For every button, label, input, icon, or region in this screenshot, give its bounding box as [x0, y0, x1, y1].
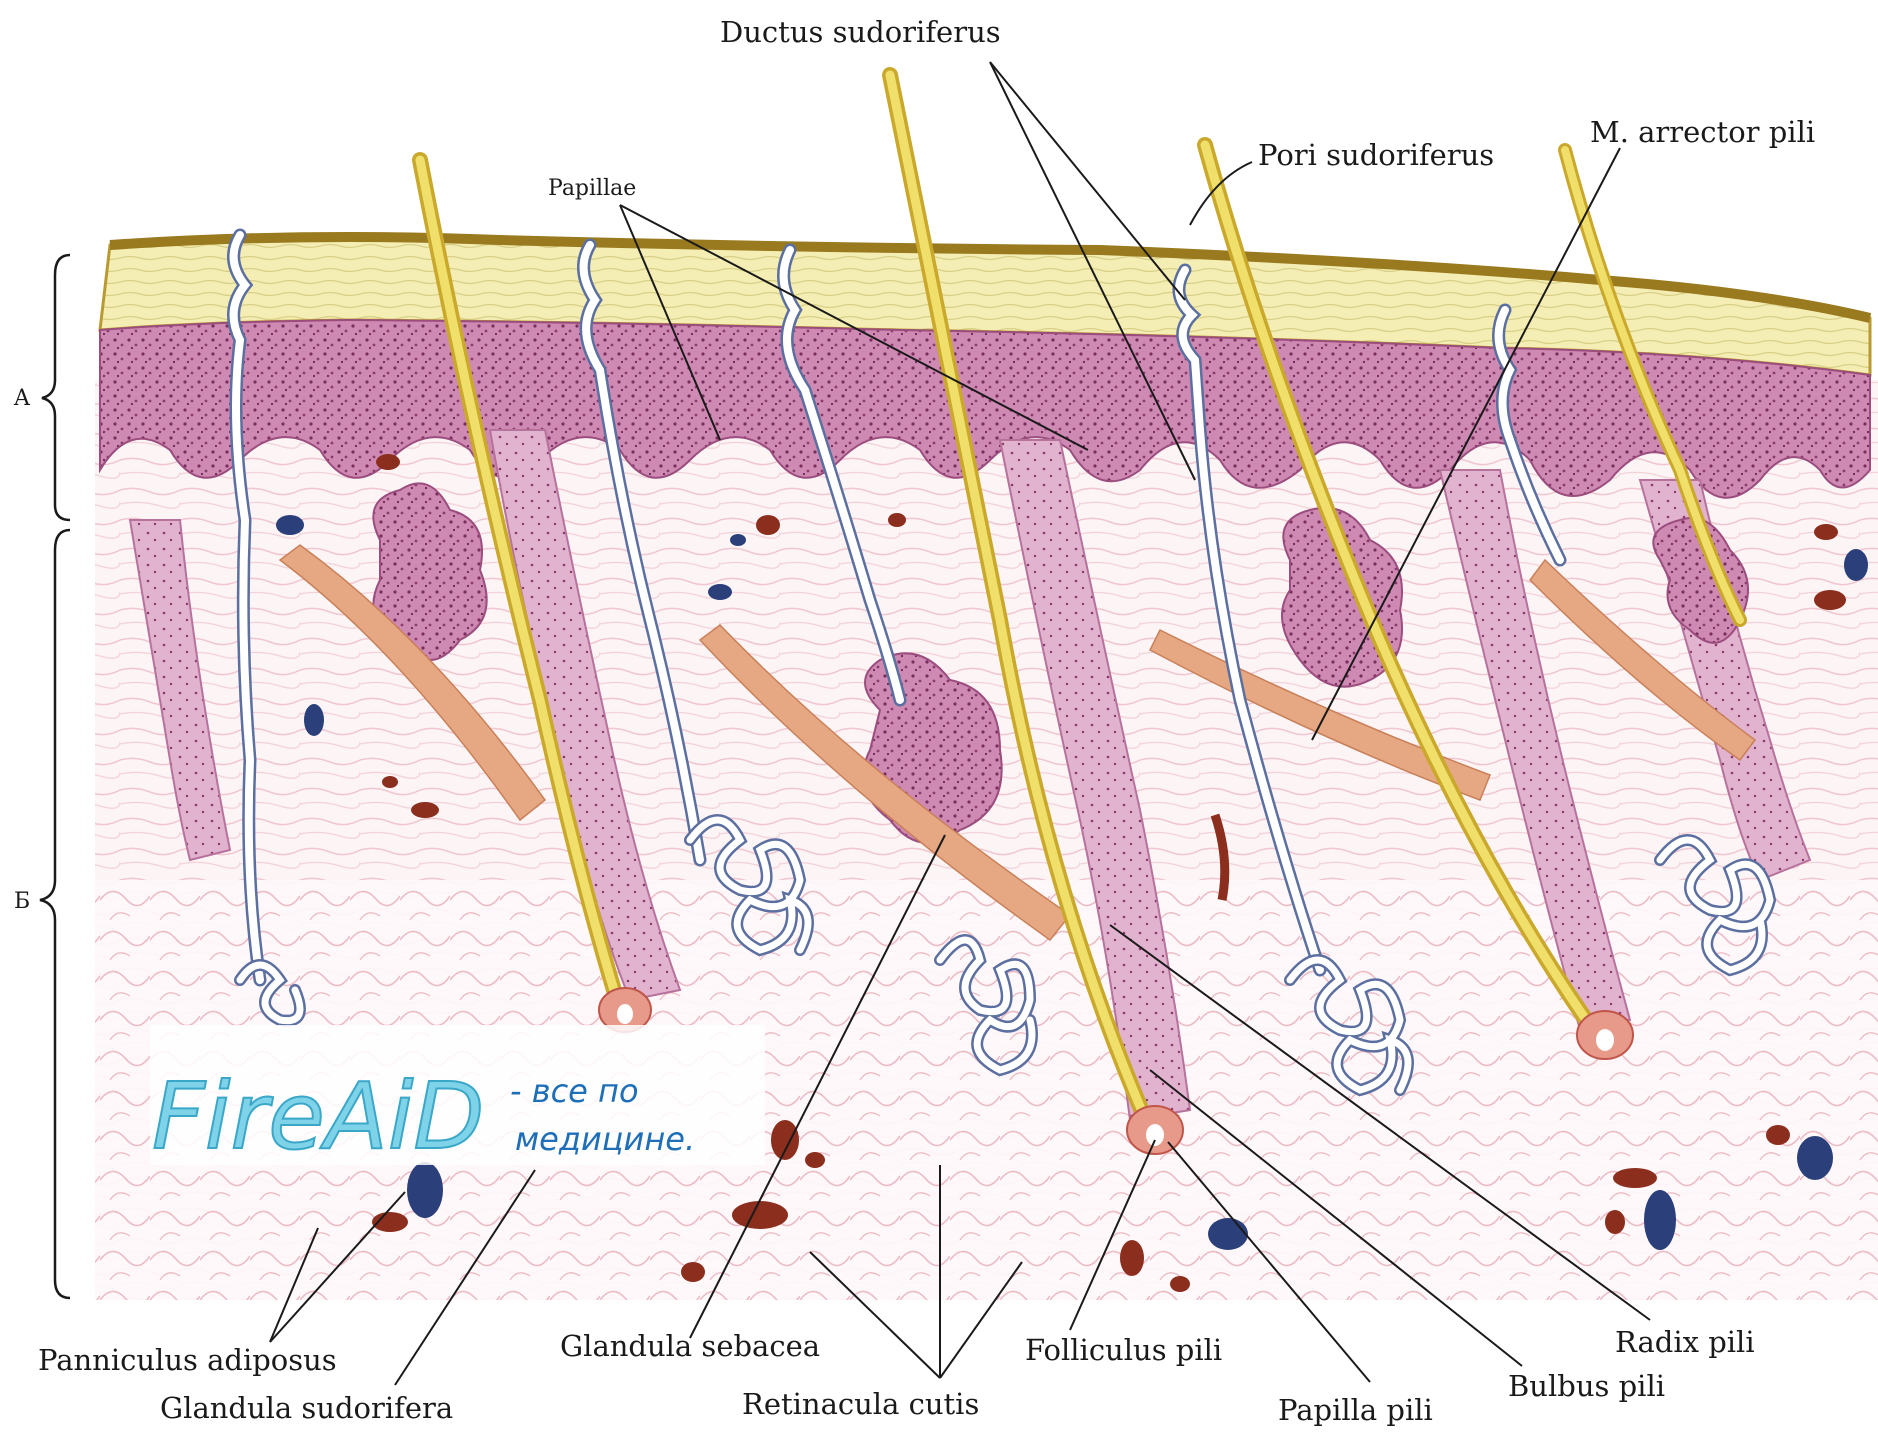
label-layer-a: A — [13, 386, 31, 411]
label-m-arrector-pili: M. arrector pili — [1590, 115, 1815, 149]
label-papillae: Papillae — [548, 176, 636, 201]
label-radix-pili: Radix pili — [1615, 1325, 1755, 1359]
label-panniculus-adiposus: Panniculus adiposus — [38, 1343, 337, 1377]
label-ductus-sudoriferus: Ductus sudoriferus — [720, 15, 1001, 49]
label-pori-sudoriferus: Pori sudoriferus — [1258, 138, 1494, 172]
label-folliculus-pili: Folliculus pili — [1025, 1333, 1222, 1367]
watermark-brand: FireAiD — [152, 1063, 484, 1170]
label-layer-b: Б — [14, 889, 30, 914]
label-papilla-pili: Papilla pili — [1278, 1393, 1433, 1427]
label-glandula-sudorifera: Glandula sudorifera — [160, 1391, 453, 1425]
label-bulbus-pili: Bulbus pili — [1508, 1369, 1665, 1403]
label-glandula-sebacea: Glandula sebacea — [560, 1329, 820, 1363]
watermark-tagline-line1: - все по — [510, 1072, 639, 1110]
watermark-tagline-line2: медицине. — [515, 1120, 695, 1158]
bracket-a — [42, 255, 70, 520]
label-retinacula-cutis: Retinacula cutis — [742, 1387, 979, 1421]
bracket-b — [40, 530, 70, 1298]
watermark: FireAiD - все по медицине. — [150, 1025, 765, 1170]
